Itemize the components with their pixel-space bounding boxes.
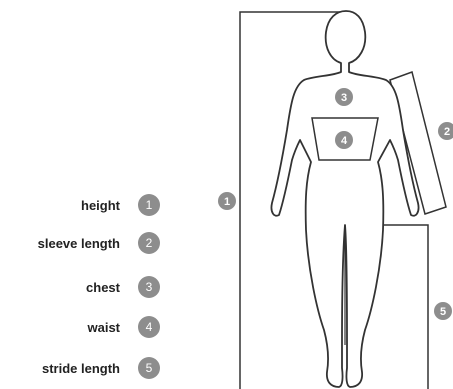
legend-number-badge: 5	[138, 357, 160, 379]
legend-number-badge: 3	[138, 276, 160, 298]
legend-number-badge: 2	[138, 232, 160, 254]
marker-text: 5	[440, 306, 446, 318]
marker-height: 1	[218, 192, 236, 210]
legend-item-waist: waist 4	[87, 315, 160, 339]
marker-text: 4	[341, 135, 348, 147]
marker-text: 3	[341, 92, 347, 104]
legend-label: stride length	[42, 361, 120, 376]
marker-waist: 4	[335, 131, 353, 149]
marker-chest: 3	[335, 88, 353, 106]
stride-bracket-line	[381, 225, 428, 389]
legend-label: sleeve length	[38, 236, 120, 251]
legend-item-chest: chest 3	[86, 275, 160, 299]
body-measurement-figure: 1 2 3 4 5	[200, 0, 453, 389]
legend-label: height	[81, 198, 120, 213]
marker-text: 2	[444, 126, 450, 138]
legend-item-sleeve-length: sleeve length 2	[38, 231, 160, 255]
legend-item-height: height 1	[81, 193, 160, 217]
legend-label: waist	[87, 320, 120, 335]
legend-number-badge: 1	[138, 194, 160, 216]
legend-item-stride-length: stride length 5	[42, 356, 160, 380]
legend-number-badge: 4	[138, 316, 160, 338]
marker-text: 1	[224, 196, 230, 208]
marker-stride-length: 5	[434, 302, 452, 320]
measurement-legend: height 1 sleeve length 2 chest 3 waist 4…	[0, 0, 200, 389]
legend-label: chest	[86, 280, 120, 295]
marker-sleeve-length: 2	[438, 122, 453, 140]
